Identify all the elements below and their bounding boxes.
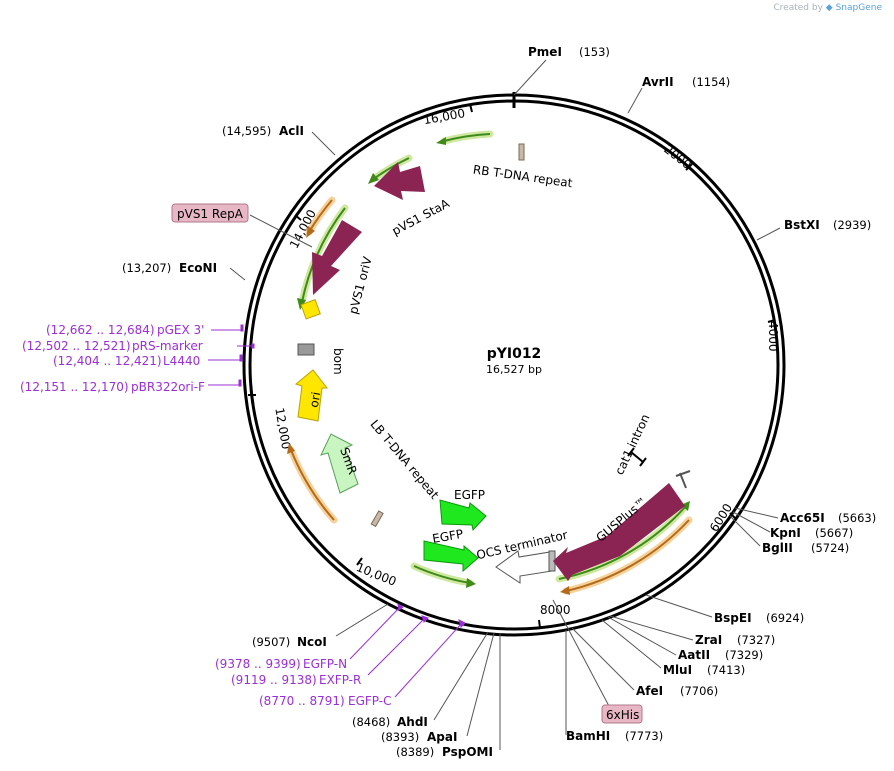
site-name: AvrII <box>642 75 674 89</box>
site-position: (7413) <box>707 663 745 677</box>
primer-name: EGFP-C <box>348 694 391 708</box>
primer-name: pGEX 3' <box>157 323 204 337</box>
egfp-arrow-1 <box>439 499 487 532</box>
ori-arrow <box>294 369 329 422</box>
site-name: PspOMI <box>442 745 493 759</box>
primer-binding-arrows <box>297 130 690 588</box>
site-position: (7329) <box>725 648 763 662</box>
site-position: (7327) <box>737 633 775 647</box>
smr-arrow <box>320 433 359 494</box>
primer-range: (12,151 .. 12,170) <box>20 380 129 394</box>
tick-label: 12,000 <box>272 407 293 451</box>
his-tag-text: 6xHis <box>606 708 639 722</box>
site-name: BstXI <box>784 218 820 232</box>
orange-arrows <box>287 196 693 595</box>
site-position: (13,207) <box>122 261 171 275</box>
credit-brand: SnapGene <box>835 3 882 13</box>
primer-name: pRS-marker <box>132 339 203 353</box>
site-position: (153) <box>579 45 610 59</box>
site-name: AatII <box>678 648 710 662</box>
site-position: (8468) <box>352 715 390 729</box>
his-tag-label: 6xHis <box>601 704 643 724</box>
primer-name: EXFP-R <box>319 673 361 687</box>
site-name: PmeI <box>528 45 562 59</box>
site-position: (6924) <box>766 611 804 625</box>
site-name: BglII <box>762 541 793 555</box>
site-name: ZraI <box>695 633 722 647</box>
pvs1-oriv-arrow <box>312 220 362 295</box>
pvs1-repa-text: pVS1 RepA <box>177 207 244 221</box>
site-position: (7773) <box>625 729 663 743</box>
site-name: NcoI <box>297 635 327 649</box>
bom-marker <box>297 343 315 356</box>
site-position: (5724) <box>811 541 849 555</box>
cat1-intron-marker <box>627 447 647 467</box>
pvs1-oriv-label: pVS1 oriV <box>346 255 375 316</box>
pvs1-staa-label: pVS1 StaA <box>390 196 453 238</box>
gusplus-end-marker <box>675 470 691 489</box>
egfp-label-1: EGFP <box>454 488 485 502</box>
site-name: BspEI <box>714 611 752 625</box>
site-name: Acc65I <box>780 511 825 525</box>
primer-range: (12,404 .. 12,421) <box>53 354 162 368</box>
site-name: EcoNI <box>179 261 217 275</box>
primer-sites: (12,662 .. 12,684) pGEX 3' (12,502 .. 12… <box>20 323 466 708</box>
snapgene-logo-icon: ◆ <box>825 3 833 13</box>
site-position: (5663) <box>838 511 876 525</box>
ocs-terminator-arrow <box>495 550 553 584</box>
primer-range: (9378 .. 9399) <box>215 657 301 671</box>
primer-name: EGFP-N <box>303 657 347 671</box>
cat1-intron-label: cat1 intron <box>612 412 652 477</box>
site-name: BamHI <box>566 729 610 743</box>
site-name: AfeI <box>636 684 663 698</box>
snapgene-credit: Created by ◆ SnapGene <box>773 3 882 13</box>
site-position: (8393) <box>381 730 419 744</box>
plasmid-name: pYI012 <box>487 346 542 362</box>
tick-label: 4000 <box>766 321 780 352</box>
rb-tdna-repeat-label: RB T-DNA repeat <box>472 162 574 190</box>
primer-range: (12,502 .. 12,521) <box>22 339 131 353</box>
site-position: (14,595) <box>222 124 271 138</box>
tick-label: 10,000 <box>354 560 398 589</box>
primer-name: L4440 <box>163 354 200 368</box>
tick-label: 8000 <box>540 603 571 617</box>
plasmid-length: 16,527 bp <box>486 363 542 376</box>
egfp-label-2: EGFP <box>431 527 464 546</box>
restriction-sites: PmeI (153) AvrII (1154) BstXI (2939) Acc… <box>122 45 876 759</box>
site-name: AhdI <box>397 715 428 729</box>
site-position: (9507) <box>252 635 290 649</box>
primer-name: pBR322ori-F <box>131 380 205 394</box>
egfp-arrow-2 <box>423 540 479 573</box>
site-name: AclI <box>279 124 304 138</box>
site-name: KpnI <box>770 526 801 540</box>
yellow-feature-box <box>300 299 321 320</box>
lb-tdna-repeat-marker <box>370 510 384 528</box>
site-position: (1154) <box>692 75 730 89</box>
site-position: (7706) <box>680 684 718 698</box>
site-name: MluI <box>663 663 692 677</box>
credit-prefix: Created by <box>773 3 823 13</box>
site-position: (2939) <box>833 218 871 232</box>
pvs1-staa-arrow <box>374 162 425 200</box>
site-position: (5667) <box>815 526 853 540</box>
site-position: (8389) <box>396 745 434 759</box>
pvs1-repa-label: pVS1 RepA <box>171 203 249 223</box>
ori-label: ori <box>307 391 323 409</box>
rb-tdna-repeat-marker <box>518 143 525 161</box>
primer-range: (8770 .. 8791) <box>259 694 345 708</box>
site-name: ApaI <box>427 730 457 744</box>
primer-range: (12,662 .. 12,684) <box>46 323 155 337</box>
bom-label: bom <box>331 348 345 375</box>
gusplus-arrow <box>553 483 685 581</box>
site-leaders <box>229 59 781 750</box>
lb-tdna-repeat-label: LB T-DNA repeat <box>367 417 441 502</box>
primer-range: (9119 .. 9138) <box>231 673 317 687</box>
